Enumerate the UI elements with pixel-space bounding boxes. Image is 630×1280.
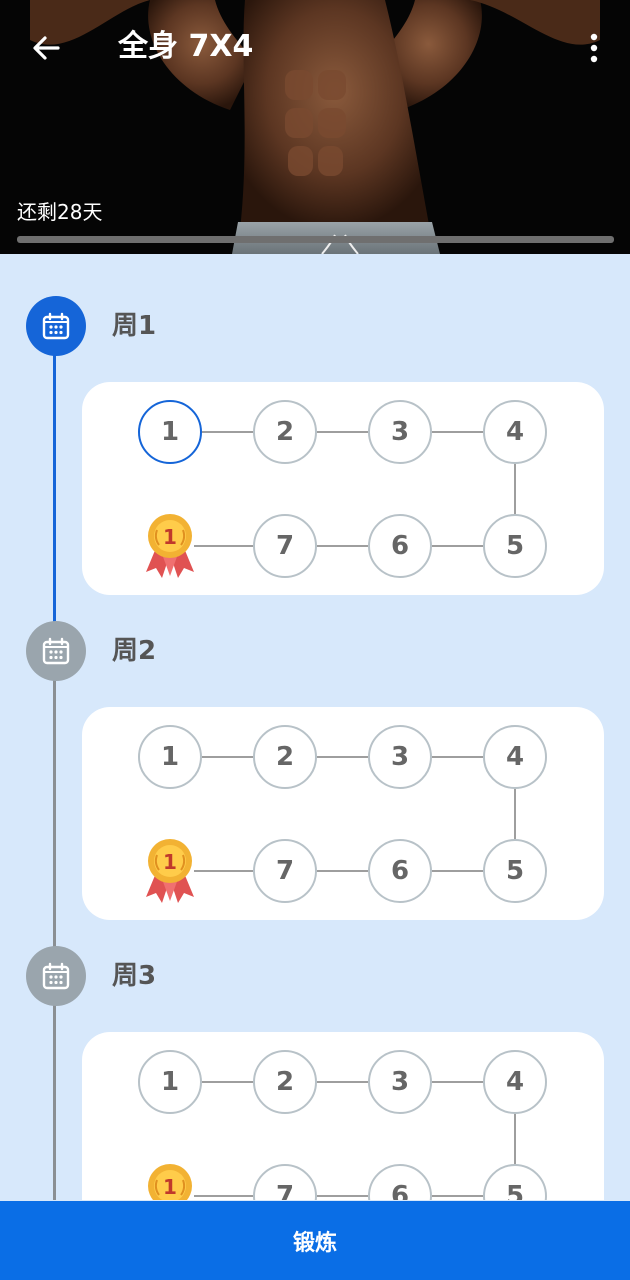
day-5-button[interactable]: 5 xyxy=(483,514,547,578)
day-connector xyxy=(202,431,253,433)
day-7-button[interactable]: 7 xyxy=(253,514,317,578)
day-connector xyxy=(202,1081,253,1083)
timeline-line xyxy=(53,326,56,651)
day-2-button[interactable]: 2 xyxy=(253,1050,317,1114)
day-connector xyxy=(317,870,368,872)
day-connector xyxy=(514,1114,516,1164)
calendar-icon xyxy=(42,312,70,340)
week-2-icon-badge xyxy=(26,621,86,681)
medal-number: 1 xyxy=(163,525,177,549)
day-connector xyxy=(432,1195,483,1197)
day-4-button[interactable]: 4 xyxy=(483,1050,547,1114)
day-connector xyxy=(432,756,483,758)
day-connector xyxy=(194,545,253,547)
day-connector xyxy=(317,431,368,433)
day-3-button[interactable]: 3 xyxy=(368,400,432,464)
day-5-button[interactable]: 5 xyxy=(483,839,547,903)
day-7-button[interactable]: 7 xyxy=(253,1164,317,1200)
day-4-button[interactable]: 4 xyxy=(483,400,547,464)
day-connector xyxy=(317,756,368,758)
medal-icon: 1 xyxy=(146,839,194,903)
day-connector xyxy=(432,870,483,872)
day-connector xyxy=(194,870,253,872)
day-3-button[interactable]: 3 xyxy=(368,1050,432,1114)
calendar-icon xyxy=(42,962,70,990)
more-vertical-icon xyxy=(590,33,598,63)
day-6-button[interactable]: 6 xyxy=(368,839,432,903)
more-options-button[interactable] xyxy=(574,24,614,72)
day-2-button[interactable]: 2 xyxy=(253,400,317,464)
day-connector xyxy=(317,1195,368,1197)
day-connector xyxy=(432,545,483,547)
day-connector xyxy=(432,431,483,433)
week-finish-medal: 1 xyxy=(140,510,200,580)
week-3-icon-badge xyxy=(26,946,86,1006)
day-connector xyxy=(514,789,516,839)
day-4-button[interactable]: 4 xyxy=(483,725,547,789)
calendar-icon xyxy=(42,637,70,665)
timeline-line xyxy=(53,651,56,976)
medal-icon: 1 xyxy=(146,514,194,578)
day-1-button[interactable]: 1 xyxy=(138,1050,202,1114)
day-1-button[interactable]: 1 xyxy=(138,725,202,789)
back-button[interactable] xyxy=(22,24,70,72)
day-connector xyxy=(194,1195,253,1197)
week-3-label: 周3 xyxy=(112,961,157,991)
week-finish-medal: 1 xyxy=(140,835,200,905)
medal-number: 1 xyxy=(163,1175,177,1199)
page-title: 全身 7X4 xyxy=(118,29,254,64)
week-1-label: 周1 xyxy=(112,311,157,341)
day-connector xyxy=(514,464,516,514)
day-connector xyxy=(317,1081,368,1083)
day-6-button[interactable]: 6 xyxy=(368,1164,432,1200)
arrow-left-icon xyxy=(33,36,60,60)
medal-icon: 1 xyxy=(148,1164,192,1200)
day-connector xyxy=(317,545,368,547)
day-connector xyxy=(432,1081,483,1083)
day-6-button[interactable]: 6 xyxy=(368,514,432,578)
timeline-line xyxy=(53,976,56,1200)
week-finish-medal: 1 xyxy=(140,1160,200,1200)
days-remaining: 还剩28天 xyxy=(17,200,103,224)
plan-progress-bar xyxy=(17,236,614,243)
day-connector xyxy=(202,756,253,758)
day-3-button[interactable]: 3 xyxy=(368,725,432,789)
day-5-button[interactable]: 5 xyxy=(483,1164,547,1200)
header-banner: 全身 7X4 还剩28天 xyxy=(0,0,630,254)
hero-image xyxy=(0,0,630,254)
medal-number: 1 xyxy=(163,850,177,874)
day-2-button[interactable]: 2 xyxy=(253,725,317,789)
workout-button[interactable]: 锻炼 xyxy=(0,1201,630,1280)
week-1-icon-badge xyxy=(26,296,86,356)
day-1-button[interactable]: 1 xyxy=(138,400,202,464)
day-7-button[interactable]: 7 xyxy=(253,839,317,903)
week-2-label: 周2 xyxy=(112,636,157,666)
